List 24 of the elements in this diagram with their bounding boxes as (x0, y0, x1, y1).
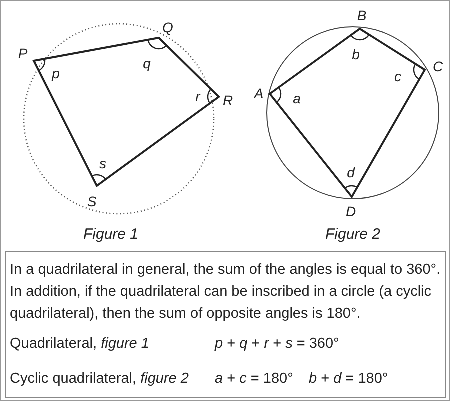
description-text: In a quadrilateral in general, the sum of the angles is equal to 360°. In addition, if the quadrilateral can be inscribed in a circle (a cyclic quadrilateral), then the sum of opposite angles is 180°. (10, 261, 442, 324)
angle-label: s (100, 154, 106, 174)
formula: b + d = 180° (309, 370, 388, 389)
vertex-label: B (357, 6, 367, 26)
vertex-label: A (254, 84, 264, 104)
vertex-label: S (87, 192, 97, 212)
angle-label: c (394, 68, 402, 86)
vertex-label: Q (162, 18, 174, 38)
vertex-label: P (18, 44, 28, 64)
angle-label: d (347, 164, 355, 182)
row-label: Cyclic quadrilateral, figure 2 (10, 370, 189, 389)
angle-label: q (143, 54, 151, 74)
angle-label: r (196, 88, 200, 106)
vertex-label: D (346, 202, 356, 222)
figure-caption: Figure 1 (83, 224, 139, 245)
figure-caption: Figure 2 (325, 224, 381, 245)
angle-label: a (293, 90, 301, 108)
vertex-label: R (222, 92, 234, 110)
formula: a + c = 180° (215, 370, 294, 389)
formula: p + q + r + s = 360° (215, 335, 340, 354)
row-label: Quadrilateral, figure 1 (10, 335, 150, 354)
angle-label: p (52, 64, 60, 84)
vertex-label: C (432, 58, 444, 76)
angle-label: b (352, 46, 360, 64)
